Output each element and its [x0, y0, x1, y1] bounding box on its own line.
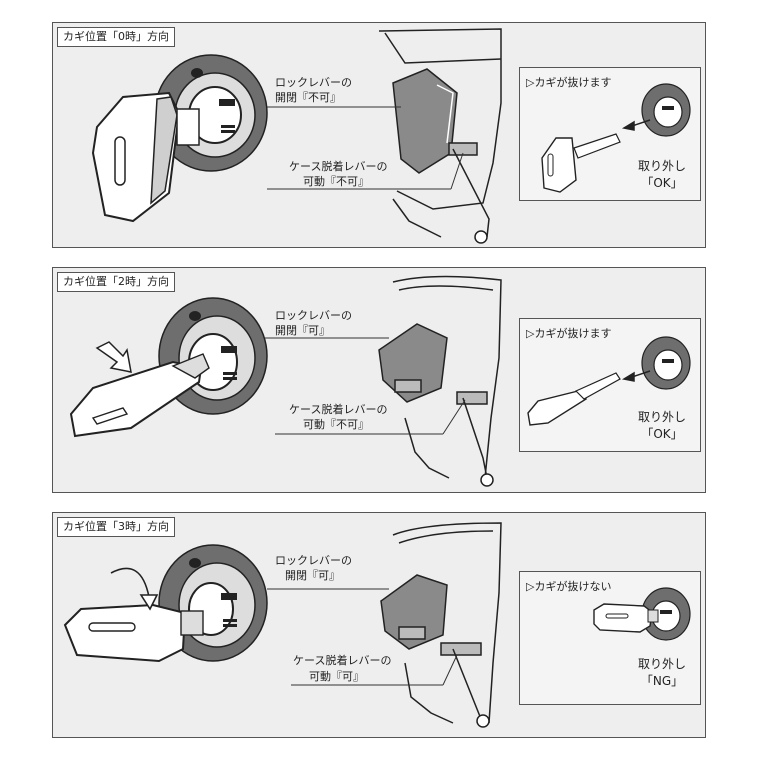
removal-result-label: 取り外し — [638, 657, 687, 671]
inset-key-removal: ▷カギが抜けない 取り外し 「NG」 — [519, 571, 701, 705]
removal-result: 取り外し 「OK」 — [638, 158, 686, 192]
lock-lever-label: ロックレバーの — [275, 309, 352, 322]
panel-2-oclock: カギ位置「2時」方向 ロックレバーの 開閉『可』 ケース脱着レバーの 可動『不可… — [52, 267, 706, 493]
illustration-2-oclock — [69, 275, 502, 487]
key-small-icon — [593, 603, 659, 633]
case-lever-status: 可動『不可』 — [303, 418, 369, 431]
panel-3-oclock: カギ位置「3時」方向 ロックレバーの 開閉『可』 ケース脱着レバーの 可動『可』… — [52, 512, 706, 738]
key-horizontal-icon — [63, 603, 204, 663]
lock-lever-status: 開閉『可』 — [285, 569, 340, 582]
case-lever-label: ケース脱着レバーの — [293, 654, 392, 667]
case-lever-label: ケース脱着レバーの — [289, 160, 388, 173]
removal-result-value: 「NG」 — [640, 674, 684, 688]
case-latch-icon — [378, 275, 502, 487]
lock-cylinder-small-icon — [641, 83, 691, 137]
lock-cylinder-icon — [158, 297, 268, 415]
lock-lever-label: ロックレバーの — [275, 554, 352, 567]
panel-title: カギ位置「2時」方向 — [57, 272, 175, 292]
case-lever-status: 可動『不可』 — [303, 175, 369, 188]
inset-key-removal: ▷カギが抜けます 取り外し 「OK」 — [519, 67, 701, 201]
case-lever-label: ケース脱着レバーの — [289, 403, 388, 416]
arrow-left-icon — [621, 370, 651, 382]
removal-result-label: 取り外し — [638, 410, 687, 424]
case-latch-icon — [378, 28, 502, 244]
removal-result: 取り外し 「NG」 — [638, 656, 686, 690]
removal-result: 取り外し 「OK」 — [638, 409, 686, 443]
removal-result-value: 「OK」 — [641, 427, 683, 441]
inset-illustration — [541, 83, 691, 193]
lock-lever-status: 開閉『不可』 — [275, 91, 341, 104]
inset-heading: ▷カギが抜けない — [526, 580, 612, 593]
case-lever-status: 可動『可』 — [309, 670, 364, 683]
lock-lever-status: 開閉『可』 — [275, 324, 330, 337]
arrow-left-icon — [621, 119, 651, 131]
key-small-icon — [541, 133, 621, 193]
panel-0-oclock: カギ位置「0時」方向 ロックレバーの 開閉『不可』 ケース脱着レバーの 可動『不… — [52, 22, 706, 248]
rotation-arrow-icon — [110, 567, 159, 611]
rotation-arrow-icon — [95, 341, 132, 373]
key-icon — [91, 91, 200, 223]
inset-key-removal: ▷カギが抜けます 取り外し 「OK」 — [519, 318, 701, 452]
inset-heading: ▷カギが抜けます — [526, 327, 612, 340]
removal-result-label: 取り外し — [638, 159, 687, 173]
removal-result-value: 「OK」 — [641, 176, 683, 190]
case-latch-icon — [380, 522, 502, 728]
inset-illustration — [593, 587, 691, 641]
inset-heading: ▷カギが抜けます — [526, 76, 612, 89]
panel-title: カギ位置「0時」方向 — [57, 27, 175, 47]
panel-title: カギ位置「3時」方向 — [57, 517, 175, 537]
key-tilted-icon — [69, 353, 210, 438]
key-small-icon — [527, 372, 621, 426]
lock-cylinder-small-icon — [641, 336, 691, 390]
illustration-0-oclock — [91, 28, 502, 244]
illustration-3-oclock — [63, 522, 502, 728]
lock-lever-label: ロックレバーの — [275, 76, 352, 89]
inset-illustration — [527, 336, 691, 426]
